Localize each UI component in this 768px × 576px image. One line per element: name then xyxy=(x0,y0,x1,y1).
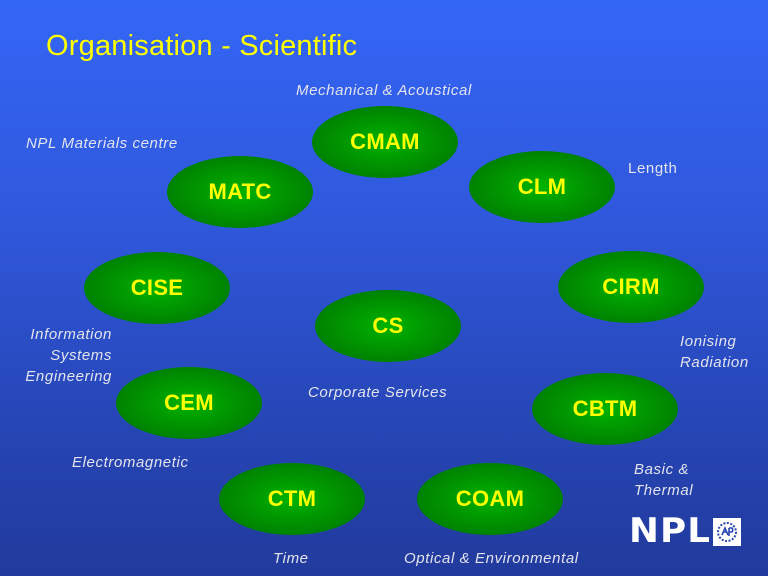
unit-cs-label: CS xyxy=(372,313,404,338)
label-information-systems-engineering: Information Systems Engineering xyxy=(10,324,112,387)
label-cise-line-2: Systems xyxy=(50,347,112,364)
unit-matc-label: MATC xyxy=(208,179,272,204)
npl-logo: NPL xyxy=(629,511,742,551)
label-cbtm-line-1: Basic & xyxy=(634,461,690,478)
label-corporate-services: Corporate Services xyxy=(308,384,448,401)
label-electromagnetic: Electromagnetic xyxy=(72,454,189,471)
unit-cirm: CIRM xyxy=(558,251,704,323)
label-cise-line-3: Engineering xyxy=(25,368,112,385)
unit-coam-label: COAM xyxy=(455,486,525,511)
unit-ctm: CTM xyxy=(219,463,365,535)
unit-cbtm-label: CBTM xyxy=(572,396,638,421)
label-mechanical-acoustical: Mechanical & Acoustical xyxy=(296,82,472,99)
npl-emblem-icon xyxy=(713,517,742,546)
npl-logo-text: NPL xyxy=(629,511,711,551)
label-optical-environmental: Optical & Environmental xyxy=(404,550,579,567)
unit-cem: CEM xyxy=(116,367,262,439)
unit-matc: MATC xyxy=(167,156,313,228)
unit-cem-label: CEM xyxy=(164,390,214,415)
unit-cs: CS xyxy=(315,290,461,362)
unit-cise-label: CISE xyxy=(130,275,184,300)
unit-coam: COAM xyxy=(417,463,563,535)
label-cirm-line-1: Ionising xyxy=(680,333,737,350)
label-cirm-line-2: Radiation xyxy=(680,354,749,371)
unit-cbtm: CBTM xyxy=(532,373,678,445)
unit-clm: CLM xyxy=(469,151,615,223)
label-length: Length xyxy=(628,160,678,177)
unit-cise: CISE xyxy=(84,252,230,324)
label-cise-line-1: Information xyxy=(30,326,112,343)
unit-cirm-label: CIRM xyxy=(602,274,660,299)
unit-cmam-label: CMAM xyxy=(350,129,420,154)
label-ionising-radiation: Ionising Radiation xyxy=(680,331,749,373)
label-cbtm-line-2: Thermal xyxy=(634,482,694,499)
unit-clm-label: CLM xyxy=(517,174,567,199)
unit-ctm-label: CTM xyxy=(267,486,317,511)
label-time: Time xyxy=(273,550,309,567)
unit-cmam: CMAM xyxy=(312,106,458,178)
slide-title: Organisation - Scientific xyxy=(46,30,358,62)
label-basic-thermal: Basic & Thermal xyxy=(634,459,693,501)
label-npl-materials-centre: NPL Materials centre xyxy=(26,135,178,152)
